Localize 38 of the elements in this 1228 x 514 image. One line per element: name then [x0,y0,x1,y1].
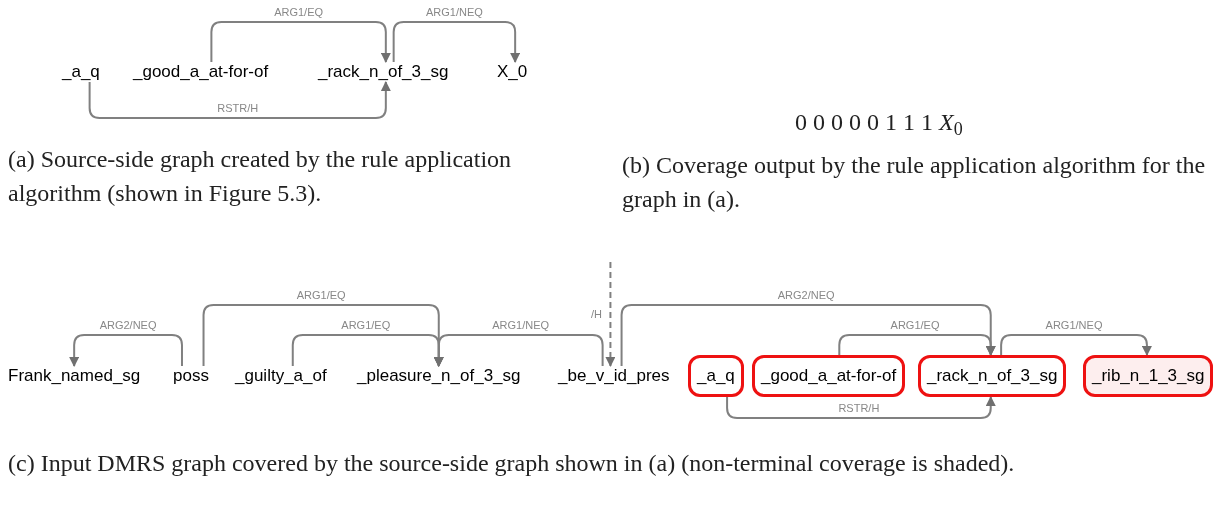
subfigure-caption: (a) Source-side graph created by the rule application algorithm (shown in Figure 5.3). [8,145,513,208]
edge-label: ARG1/EQ [888,319,942,332]
edge-label: ARG1/EQ [272,6,326,19]
node-label: X_0 [497,62,528,82]
node-label: poss [173,366,209,386]
highlighted-node-box: _rib_n_1_3_sg [1083,355,1214,397]
arrow [433,334,604,367]
arrow [69,334,183,367]
node-label: _be_v_id_pres [558,366,670,386]
edge-label: ARG2/NEQ [97,319,159,332]
arrow [392,21,521,63]
node-label: _good_a_at-for-of [133,62,269,82]
edge-label: ARG1/EQ [294,289,348,302]
edge-label: ARG1/NEQ [1043,319,1105,332]
dashed-arrow [605,261,616,367]
edge-label: ARG2/NEQ [775,289,837,302]
node-label: _a_q [62,62,100,82]
subfigure-caption: (b) Coverage output by the rule application algorithm for the graph in (a). [622,151,1207,214]
arrow [210,21,391,63]
coverage-sequence: 0 0 0 0 0 1 1 1 X$_{0}$ [795,108,963,140]
edge-label: RSTR/H [215,102,261,115]
node-label: _rack_n_of_3_sg [318,62,449,82]
node-label: Frank_named_sg [8,366,141,386]
edge-label: ARG1/EQ [339,319,393,332]
highlighted-node-box: _rack_n_of_3_sg [918,355,1067,397]
arrow [726,396,996,419]
arrow [88,81,391,119]
highlighted-node-box: _a_q [688,355,744,397]
highlighted-node-box: _good_a_at-for-of [752,355,906,397]
arrow [1000,334,1152,356]
edge-label: ARG1/NEQ [490,319,552,332]
node-label: _guilty_a_of [235,366,327,386]
edge-label: /H [588,308,604,321]
edge-label: RSTR/H [836,402,882,415]
arrow [838,334,996,356]
node-label: _pleasure_n_of_3_sg [357,366,521,386]
edge-label: ARG1/NEQ [423,6,485,19]
subfigure-caption: (c) Input DMRS graph covered by the source-side graph shown in (a) (non-terminal coverage is shaded). [8,449,1016,478]
